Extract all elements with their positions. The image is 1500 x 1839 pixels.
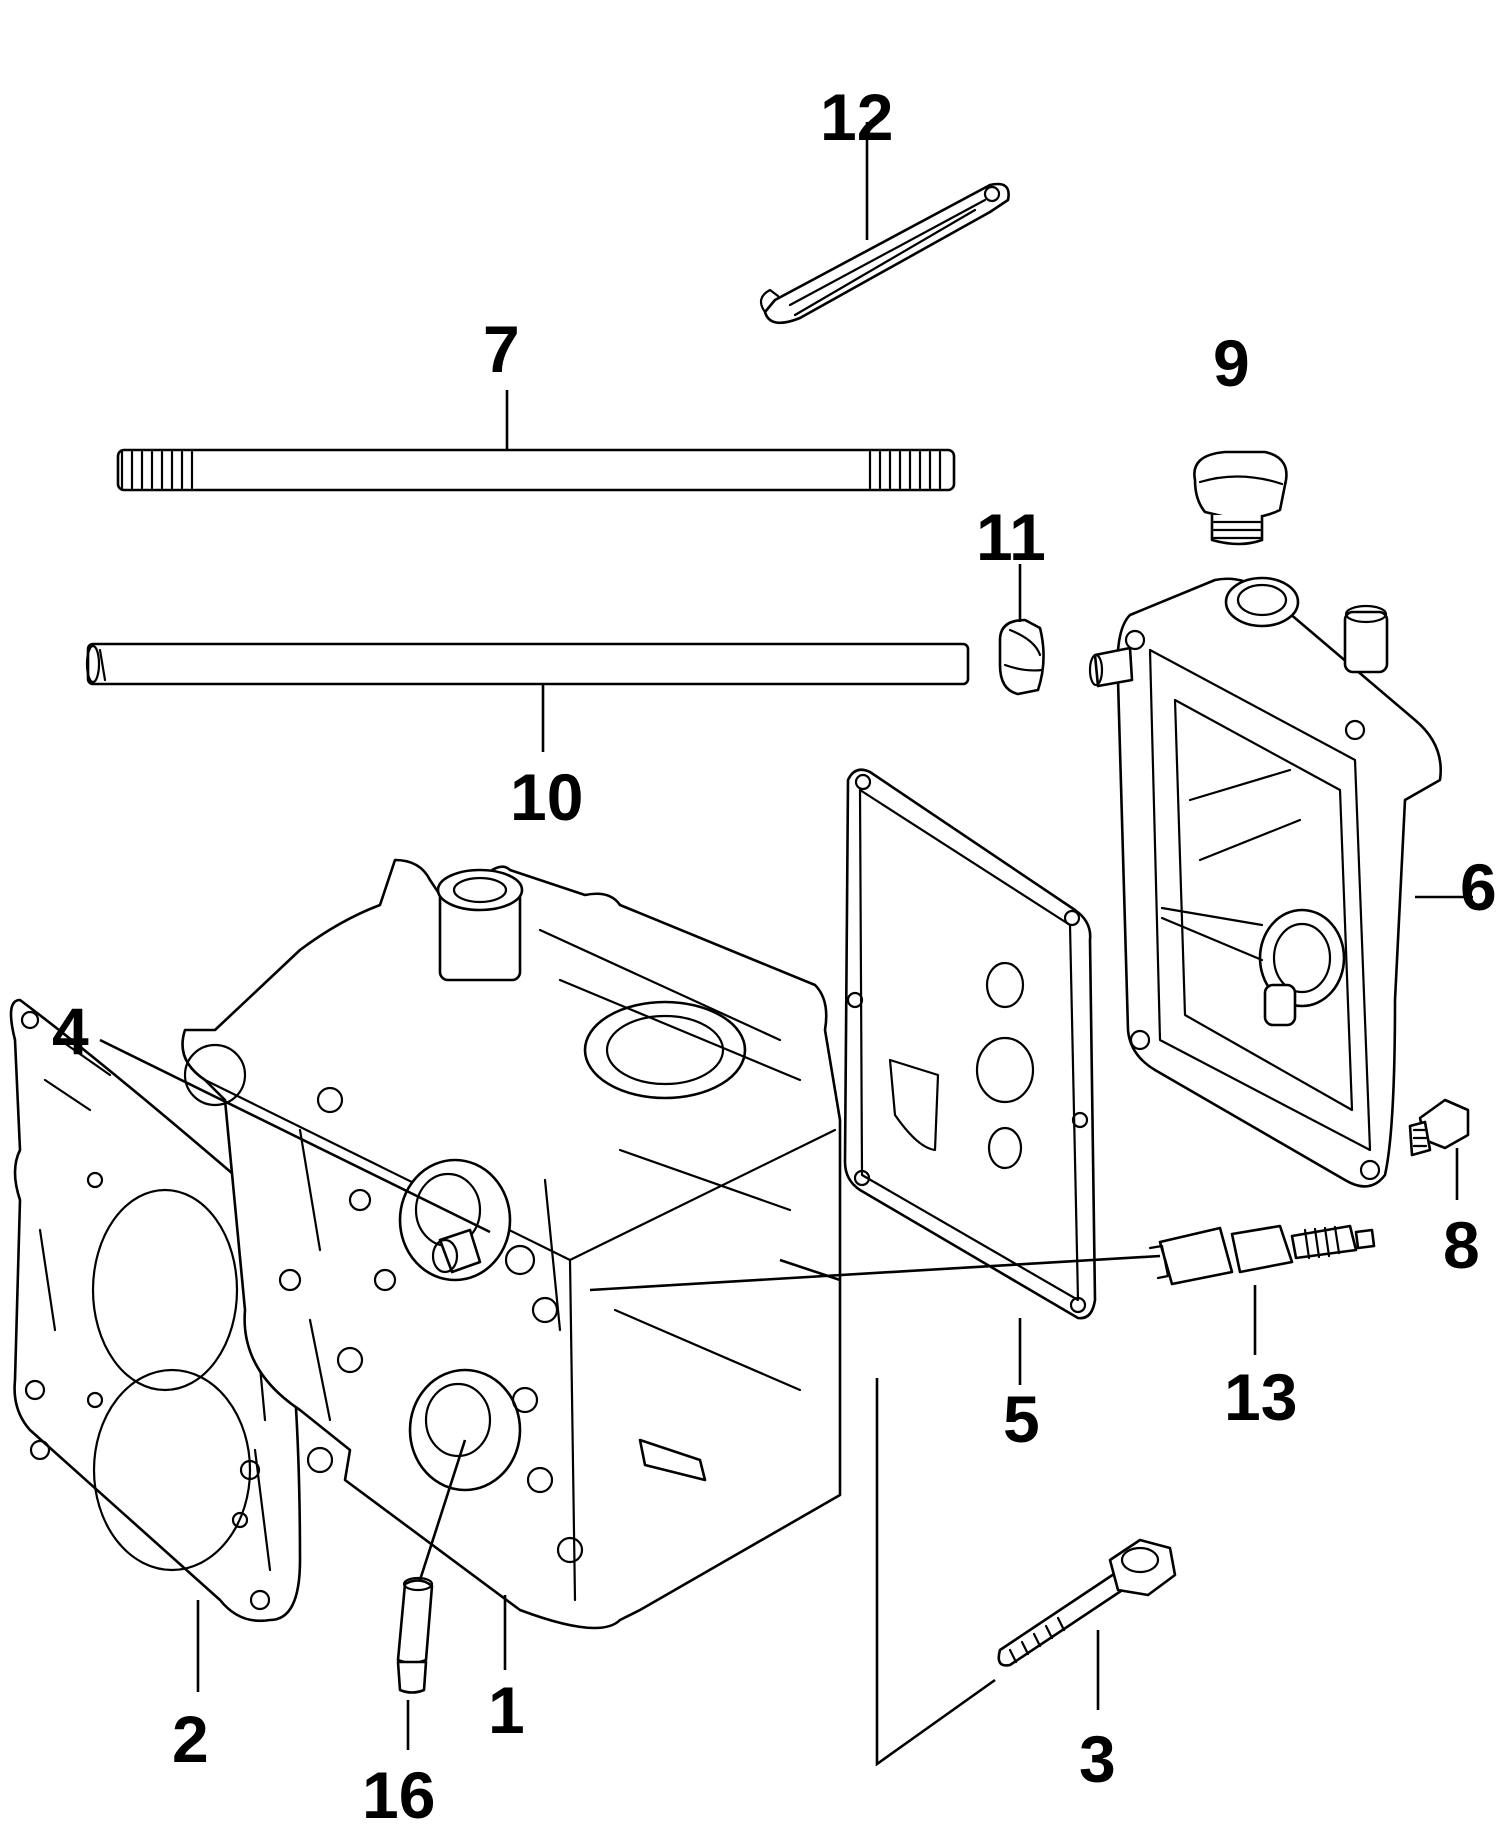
part-9-filler-cap bbox=[1193, 450, 1288, 546]
part-6-cylinder-head-cover bbox=[1088, 576, 1442, 1188]
leader-lines bbox=[99, 122, 1473, 1767]
callout-7: 7 bbox=[483, 312, 520, 386]
part-7-stud-rod bbox=[116, 448, 956, 492]
part-16-dowel bbox=[396, 1576, 434, 1694]
part-2-head-gasket bbox=[9, 998, 302, 1623]
callout-2: 2 bbox=[172, 1702, 209, 1776]
callout-9: 9 bbox=[1213, 326, 1250, 400]
callout-13: 13 bbox=[1224, 1360, 1297, 1434]
part-5-cover-gasket bbox=[843, 768, 1097, 1320]
part-12-bracket bbox=[759, 182, 1010, 325]
callout-12: 12 bbox=[820, 80, 893, 154]
callout-10: 10 bbox=[510, 760, 583, 834]
part-8-bolt bbox=[1408, 1098, 1470, 1157]
callout-labels: 12 7 9 11 10 6 4 8 13 5 1 3 2 16 bbox=[52, 80, 1497, 1832]
part-11-clamp bbox=[998, 618, 1045, 696]
callout-4: 4 bbox=[52, 994, 89, 1068]
callout-8: 8 bbox=[1443, 1208, 1480, 1282]
callout-1: 1 bbox=[488, 1673, 525, 1747]
callout-6: 6 bbox=[1460, 850, 1497, 924]
part-10-tube bbox=[85, 642, 970, 686]
part-3-head-bolt bbox=[997, 1538, 1177, 1667]
callout-3: 3 bbox=[1079, 1722, 1116, 1796]
part-1-cylinder-head bbox=[181, 858, 842, 1630]
part-13-spark-plug bbox=[1148, 1224, 1376, 1286]
callout-5: 5 bbox=[1003, 1382, 1040, 1456]
callout-16: 16 bbox=[362, 1758, 435, 1832]
callout-11: 11 bbox=[976, 500, 1046, 574]
